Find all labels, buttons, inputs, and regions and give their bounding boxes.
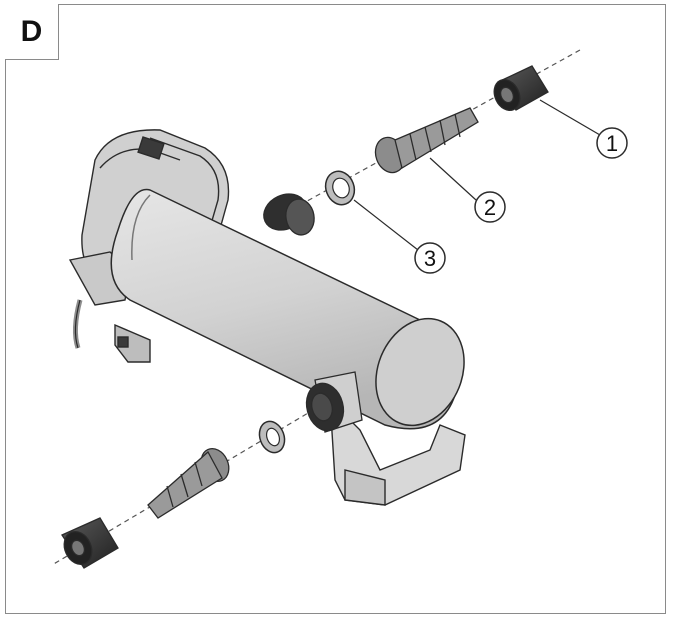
callout-leaders [353,99,601,251]
hose-tail-lower [147,447,230,519]
seal-ring-lower [258,420,286,454]
panel-label: D [20,14,43,48]
uv-clarifier-body [110,188,465,430]
hose-tail-upper [374,107,479,174]
callout-2-number: 2 [484,195,496,220]
union-nut-upper [493,65,549,112]
seal-ring-upper [324,170,356,206]
callout-3: 3 [414,242,446,274]
callout-1-number: 1 [606,131,618,156]
upper-port [263,193,315,236]
callout-3-number: 3 [424,246,436,271]
callout-2: 2 [474,191,506,223]
lower-port [305,371,363,433]
panel-label-box: D [5,4,59,60]
mounting-foot [329,398,466,506]
callout-1: 1 [596,127,628,159]
union-nut-lower [61,517,119,569]
